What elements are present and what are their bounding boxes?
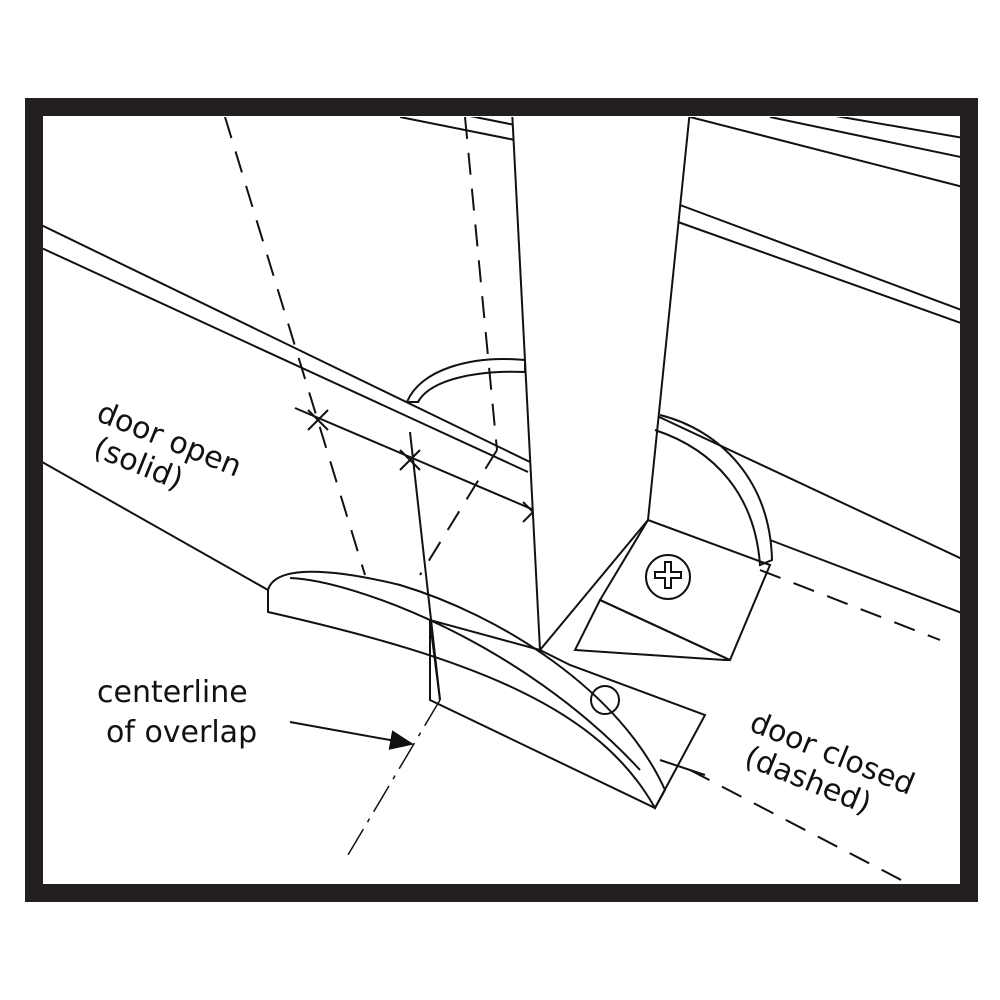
centerline-sub: of overlap <box>106 715 257 750</box>
door-stop-open <box>267 570 707 811</box>
centerline-text: centerline <box>97 675 248 710</box>
stop-closed-position <box>405 358 526 403</box>
frame-border <box>25 98 978 902</box>
door-closed-outline <box>224 117 941 884</box>
centerline-arrow <box>289 721 414 750</box>
wall-lines <box>43 117 960 776</box>
door-panel <box>511 117 691 653</box>
label-door-closed: door closed (dashed) <box>740 705 920 822</box>
door-stop-mounted <box>573 414 774 662</box>
